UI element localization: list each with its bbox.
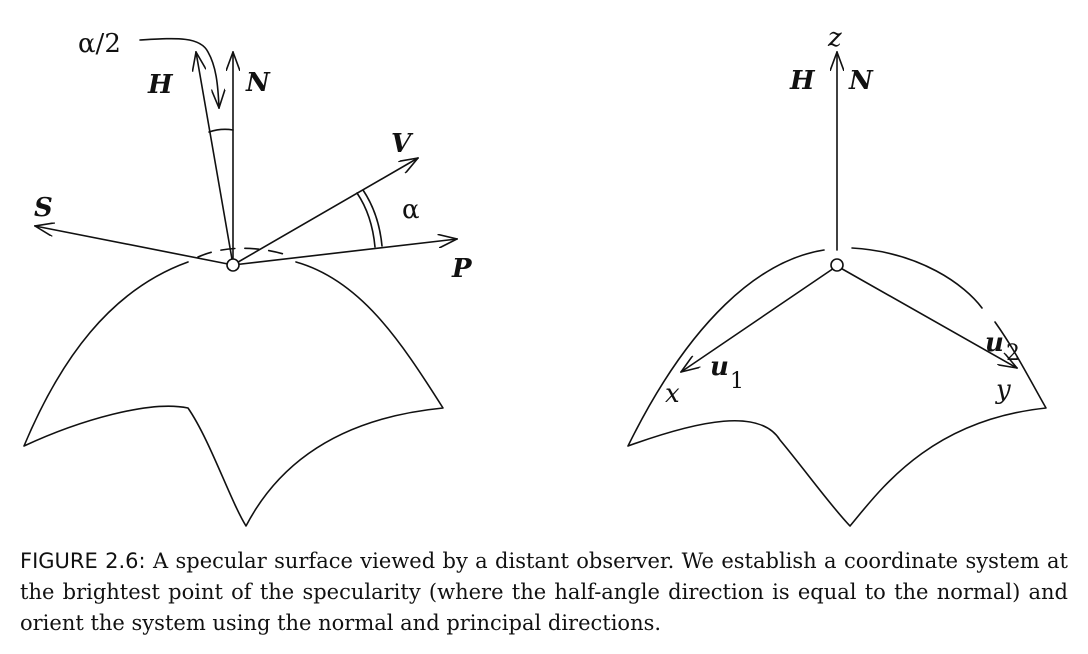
figure-diagrams: α/2 H N V S α P z H N u 1 x u 2 y — [23, 23, 1047, 527]
left-alpha-arc-inner — [362, 189, 383, 247]
right-u2-label: u — [985, 328, 1004, 358]
right-h-label: H — [789, 66, 816, 96]
left-s-arrow — [35, 226, 234, 266]
left-view-arrow — [232, 158, 418, 266]
right-y-label: y — [995, 375, 1011, 405]
left-specular-point — [226, 258, 240, 272]
left-n-label: N — [245, 68, 271, 98]
left-half-angle-arc — [208, 128, 234, 133]
left-p-arrow — [232, 239, 457, 266]
left-surface-dashed-edge — [197, 247, 291, 258]
right-origin-point — [830, 258, 844, 272]
right-u1-label: u — [710, 352, 729, 382]
right-u2-subscript: 2 — [1006, 341, 1020, 366]
right-u2-arrow — [836, 265, 1017, 368]
left-p-label: P — [451, 254, 473, 284]
left-s-label: S — [34, 193, 53, 223]
caption-label: FIGURE 2.6: — [20, 549, 146, 573]
left-v-label: V — [391, 129, 414, 159]
right-x-label: x — [665, 379, 680, 409]
right-surface-top-edge — [851, 247, 983, 309]
right-coordinate-diagram: z H N u 1 x u 2 y — [627, 23, 1047, 527]
right-u1-arrow — [681, 265, 838, 372]
left-alpha-label: α — [402, 195, 420, 225]
right-surface — [627, 249, 1047, 527]
left-specular-diagram: α/2 H N V S α P — [23, 29, 473, 527]
left-surface — [23, 261, 444, 527]
left-h-label: H — [147, 70, 174, 100]
right-z-label: z — [827, 23, 842, 53]
left-alpha-arc-outer — [356, 192, 376, 248]
left-half-angle-arrow — [196, 52, 234, 266]
left-half-angle-label: α/2 — [78, 29, 121, 59]
left-half-angle-pointer — [139, 37, 219, 108]
right-n-label: N — [848, 66, 874, 96]
right-u1-subscript: 1 — [730, 369, 744, 394]
caption-text: A specular surface viewed by a distant o… — [20, 549, 1068, 635]
figure-caption: FIGURE 2.6: A specular surface viewed by… — [20, 546, 1068, 639]
